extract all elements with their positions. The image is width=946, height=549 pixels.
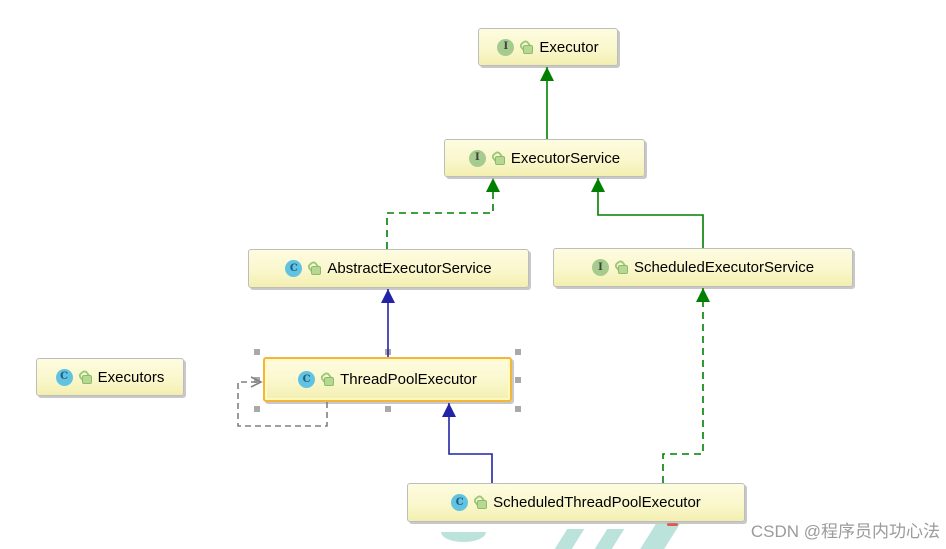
csdn-logo-swoosh	[441, 532, 486, 542]
interface-icon: I	[591, 259, 609, 276]
class-icon: C	[298, 371, 316, 388]
class-icon: C	[451, 494, 469, 511]
node-label: ExecutorService	[510, 149, 621, 167]
arrowhead-abstractexecutorservice-implements-executorservice	[486, 178, 500, 192]
class-icon: C	[55, 368, 73, 386]
edge-threadpoolexecutor-self-dependency[interactable]	[237, 381, 328, 427]
edge-scheduledthreadpoolexecutor-extends-threadpoolexecutor[interactable]	[448, 403, 493, 483]
public-lock-icon	[615, 260, 628, 275]
interface-icon: I	[468, 149, 486, 167]
public-lock-icon	[321, 372, 335, 387]
public-lock-icon	[79, 370, 92, 385]
arrowhead-scheduledthreadpoolexecutor-extends-threadpoolexecutor	[442, 403, 456, 417]
node-ScheduledThreadPoolExecutor[interactable]: C ScheduledThreadPoolExecutor	[407, 483, 745, 522]
interface-icon: I	[497, 38, 515, 56]
csdn-logo-red-dash	[667, 523, 678, 526]
edge-scheduledexecutorservice-extends-executorservice[interactable]	[597, 178, 704, 248]
arrowhead-scheduledthreadpoolexecutor-implements-scheduledexecutorservice	[696, 288, 710, 302]
public-lock-icon	[308, 261, 322, 276]
node-ScheduledExecutorService[interactable]: I ScheduledExecutorService	[553, 248, 853, 287]
arrowhead-threadpoolexecutor-self-dependency	[250, 376, 263, 388]
selection-handle[interactable]	[254, 406, 260, 412]
csdn-watermark-text: CSDN @程序员内功心法	[750, 522, 940, 541]
public-lock-icon	[520, 40, 534, 55]
selection-handle[interactable]	[384, 406, 391, 412]
selection-handle[interactable]	[515, 406, 521, 412]
arrowhead-executorservice-extends-executor	[540, 67, 554, 81]
selection-handle[interactable]	[254, 349, 260, 355]
public-lock-icon	[492, 151, 505, 166]
node-label: Executor	[539, 38, 599, 56]
node-label: ThreadPoolExecutor	[340, 371, 477, 388]
class-icon: C	[285, 260, 303, 277]
public-lock-icon	[474, 495, 488, 510]
node-ThreadPoolExecutor[interactable]: C ThreadPoolExecutor	[263, 357, 512, 402]
selection-handle[interactable]	[515, 349, 521, 355]
node-label: AbstractExecutorService	[327, 260, 492, 277]
edge-scheduledthreadpoolexecutor-implements-scheduledexecutorservice[interactable]	[662, 288, 704, 483]
node-label: Executors	[97, 368, 165, 386]
edge-abstractexecutorservice-implements-executorservice[interactable]	[386, 178, 494, 249]
node-AbstractExecutorService[interactable]: C AbstractExecutorService	[248, 249, 529, 288]
node-Executors[interactable]: C Executors	[36, 358, 184, 396]
arrowhead-threadpoolexecutor-extends-abstractexecutorservice	[381, 289, 395, 303]
node-label: ScheduledThreadPoolExecutor	[493, 494, 701, 511]
node-Executor[interactable]: I Executor	[478, 28, 618, 66]
node-label: ScheduledExecutorService	[633, 259, 815, 276]
node-ExecutorService[interactable]: I ExecutorService	[444, 139, 645, 177]
arrowhead-scheduledexecutorservice-extends-executorservice	[591, 178, 605, 192]
selection-handle[interactable]	[515, 376, 521, 383]
